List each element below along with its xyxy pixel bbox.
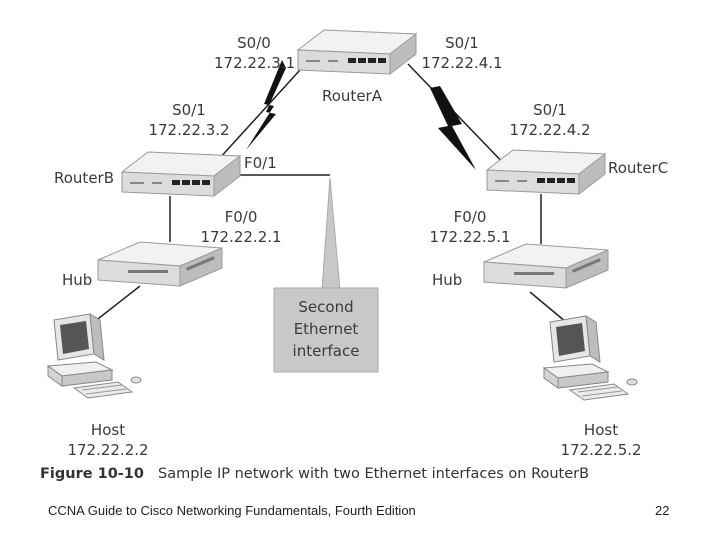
host-right-icon — [543, 315, 638, 401]
routerC-s01-label: S0/1 172.22.4.2 — [508, 100, 592, 140]
cable-routerA-routerC — [407, 63, 511, 171]
host-right-label: Host 172.22.5.2 — [558, 420, 644, 460]
routerC-s01-iface: S0/1 — [533, 101, 567, 119]
routerC-f00-label: F0/0 172.22.5.1 — [428, 207, 512, 247]
cable-hub-left-host — [93, 285, 141, 323]
routerB-s01-label: S0/1 172.22.3.2 — [148, 100, 230, 140]
callout-pointer — [321, 177, 341, 291]
hub-left-icon — [97, 241, 223, 287]
router-a-icon — [297, 29, 417, 75]
routerB-s01-ip: 172.22.3.2 — [148, 121, 230, 139]
routerA-s00-ip: 172.22.3.1 — [214, 54, 296, 72]
routerB-f00-label: F0/0 172.22.2.1 — [200, 207, 282, 247]
routerA-s00-iface: S0/0 — [237, 34, 271, 52]
routerB-f00-iface: F0/0 — [224, 208, 258, 226]
hub-right-icon — [483, 243, 609, 289]
routerB-f00-ip: 172.22.2.1 — [200, 228, 282, 246]
callout-line-2: Ethernet — [293, 320, 359, 338]
routerB-name: RouterB — [54, 169, 114, 187]
figure-caption-text: Sample IP network with two Ethernet inte… — [158, 466, 590, 482]
serial-link-bolt-right — [430, 86, 476, 170]
callout-box — [273, 287, 379, 373]
host-left-icon — [47, 313, 142, 399]
host-left-name: Host — [90, 421, 126, 439]
footer-book-title: CCNA Guide to Cisco Networking Fundament… — [48, 503, 416, 518]
router-b-icon — [121, 151, 241, 197]
routerA-s01-label: S0/1 172.22.4.1 — [420, 33, 504, 73]
host-left-ip: 172.22.2.2 — [67, 441, 149, 459]
hub-left-name: Hub — [62, 271, 93, 289]
routerC-f00-iface: F0/0 — [453, 208, 487, 226]
routerC-name: RouterC — [608, 159, 669, 177]
routerA-name: RouterA — [322, 87, 382, 105]
routerB-s01-iface: S0/1 — [172, 101, 206, 119]
host-left-label: Host 172.22.2.2 — [66, 420, 150, 460]
routerA-s00-label: S0/0 172.22.3.1 — [214, 33, 296, 73]
routerA-s01-ip: 172.22.4.1 — [421, 54, 503, 72]
figure-number: Figure 10-10 — [40, 466, 144, 482]
routerC-s01-ip: 172.22.4.2 — [509, 121, 591, 139]
routerC-f00-ip: 172.22.5.1 — [429, 228, 511, 246]
cable-hub-right-host — [529, 291, 567, 323]
host-right-name: Host — [583, 421, 619, 439]
routerA-s01-iface: S0/1 — [445, 34, 479, 52]
router-c-icon — [486, 149, 606, 195]
host-right-ip: 172.22.5.2 — [560, 441, 642, 459]
hub-right-name: Hub — [432, 271, 463, 289]
callout-label: Second Ethernet interface — [276, 296, 376, 362]
cable-routerA-routerB — [217, 69, 301, 161]
figure-caption: Figure 10-10 Sample IP network with two E… — [40, 466, 589, 482]
callout-line-1: Second — [298, 298, 354, 316]
callout-line-3: interface — [292, 342, 360, 360]
page-number: 22 — [655, 503, 670, 518]
routerB-f01-iface: F0/1 — [244, 154, 277, 172]
serial-link-bolt-left — [246, 60, 286, 150]
